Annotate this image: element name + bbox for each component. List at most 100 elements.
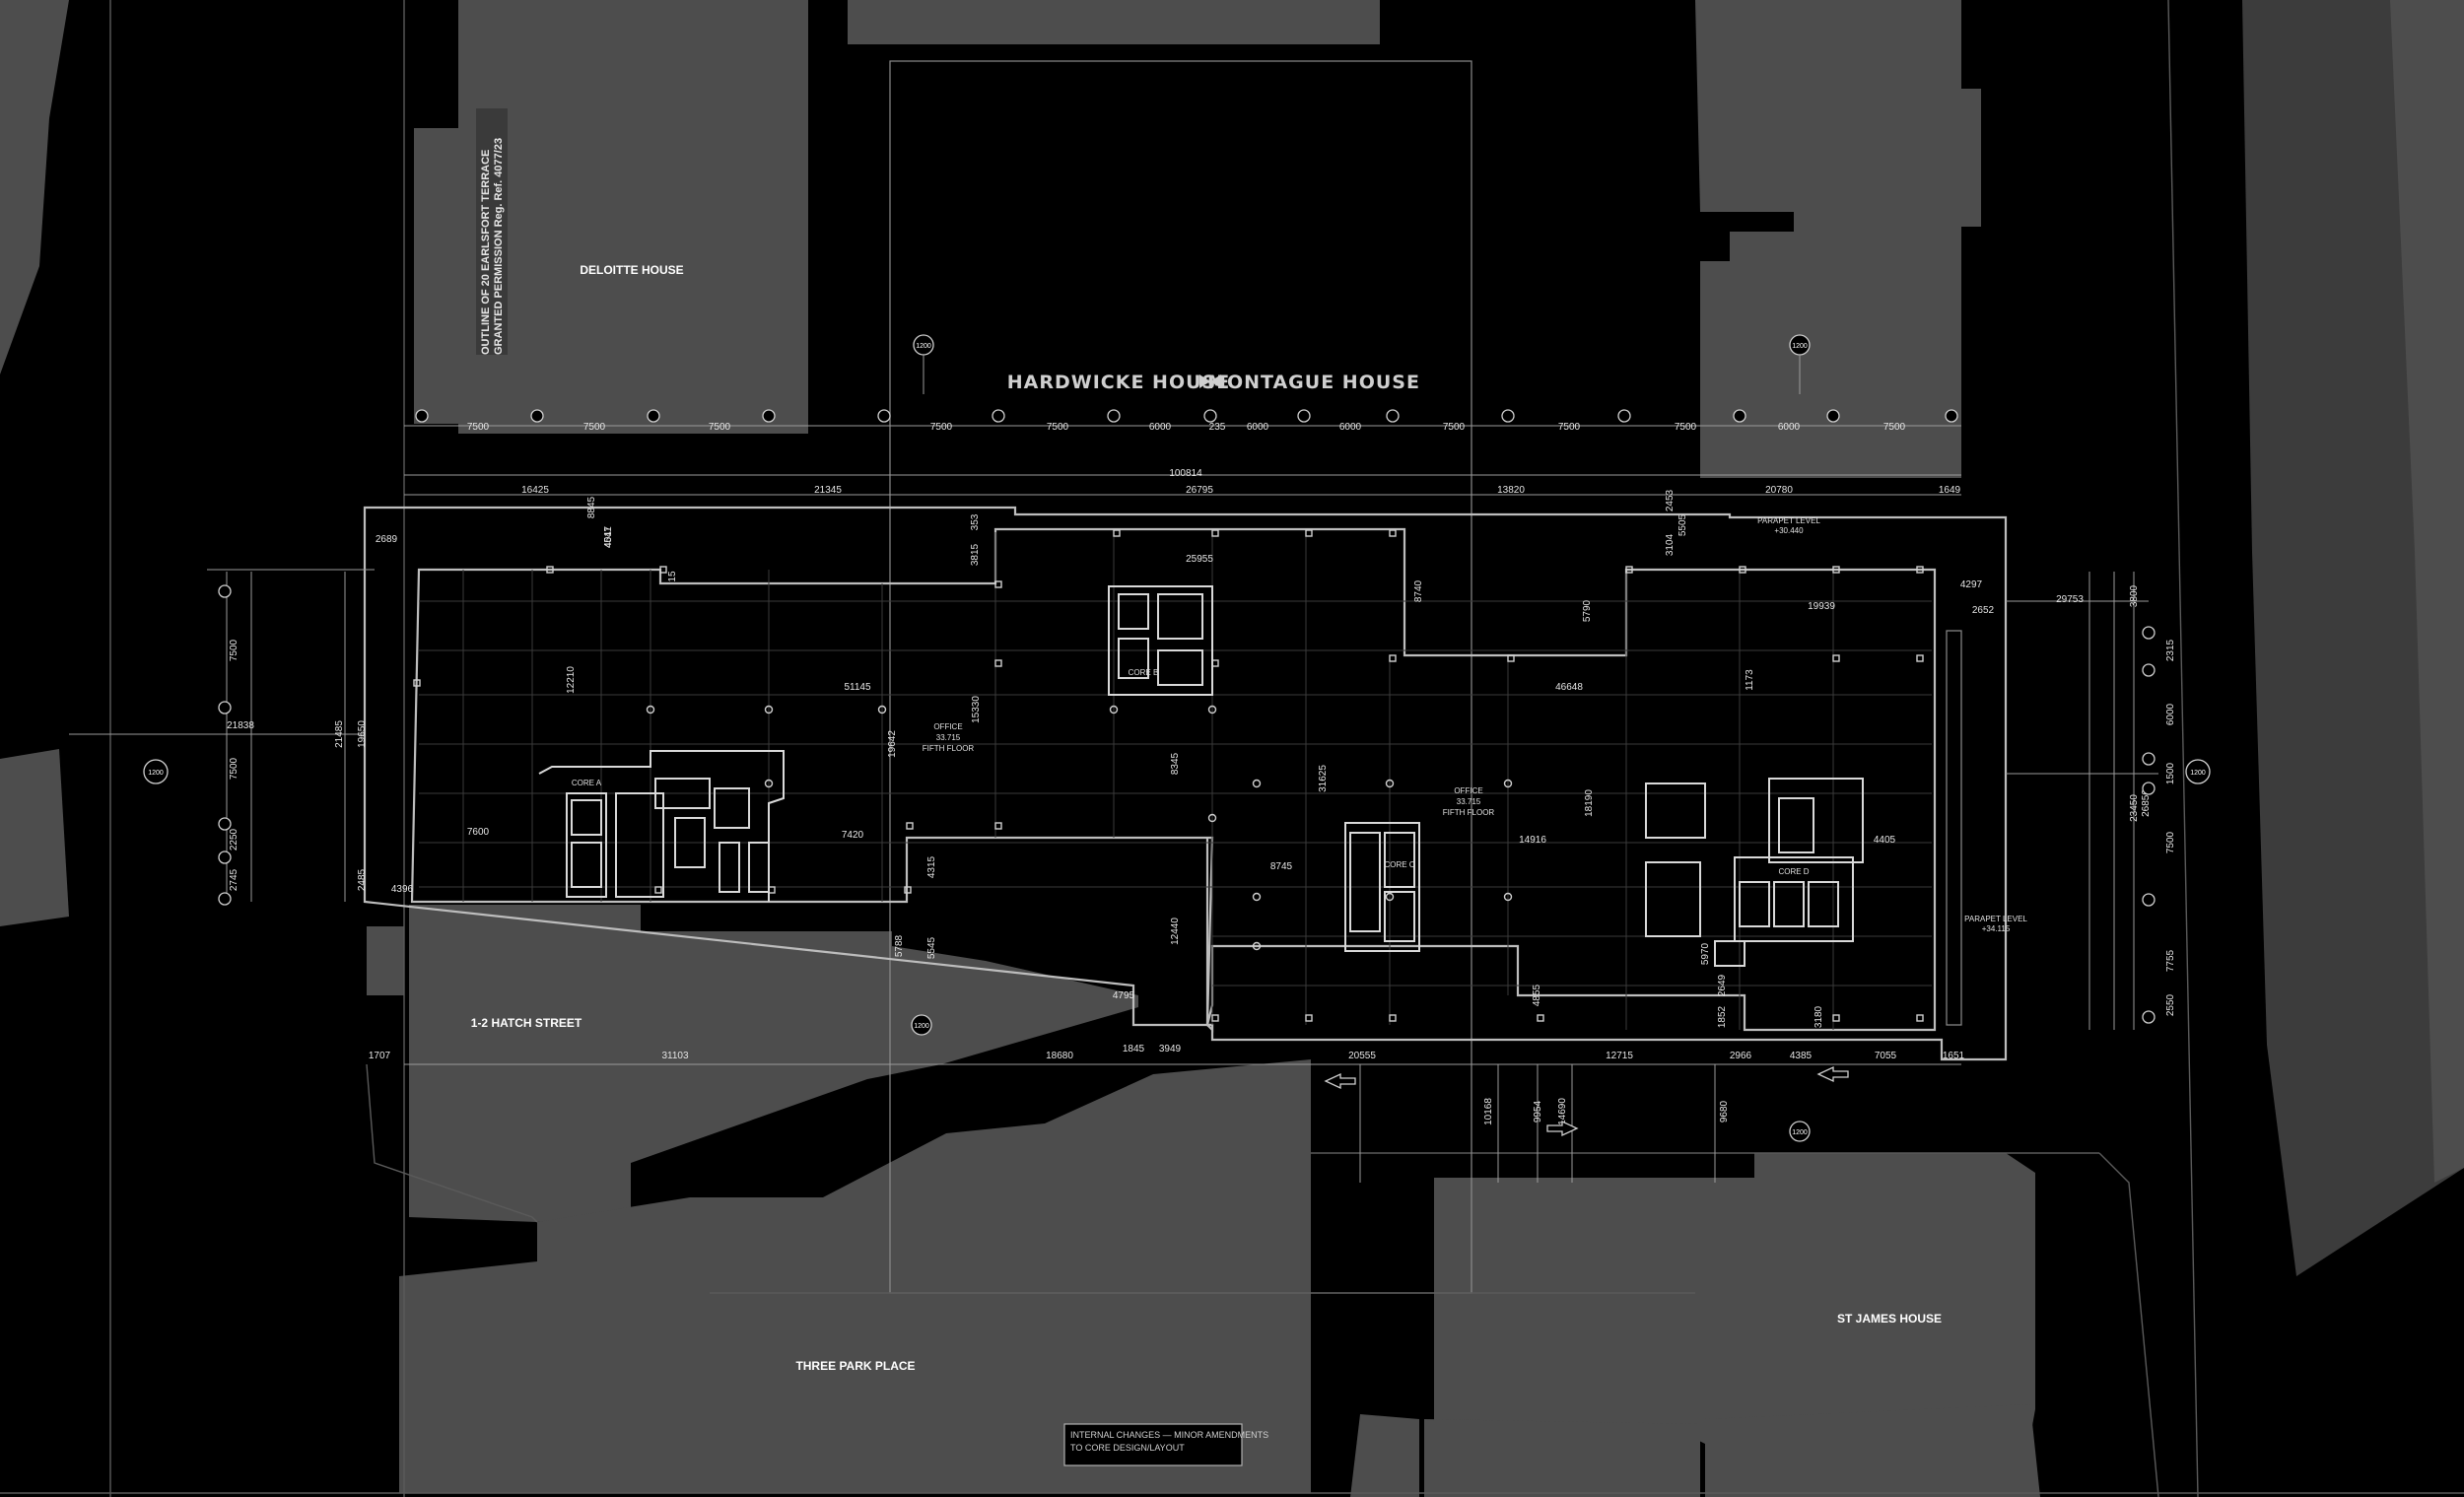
dim-bottom-4385: 4385 bbox=[1790, 1051, 1813, 1061]
label-montague-house: MONTAGUE HOUSE bbox=[1207, 372, 1420, 393]
dim-int-4405: 4405 bbox=[1874, 835, 1896, 846]
dim-bottom-7055: 7055 bbox=[1875, 1051, 1897, 1061]
building-hatch-street bbox=[409, 905, 1138, 1222]
dim-4547: 4547 bbox=[603, 525, 614, 548]
dim-left-4396: 4396 bbox=[391, 884, 414, 895]
dim-left-2485: 2485 bbox=[357, 868, 368, 891]
dim-int-12440: 12440 bbox=[1170, 918, 1181, 945]
building-bottom-right-c bbox=[1705, 1404, 2040, 1497]
dim-2652: 2652 bbox=[1972, 605, 1995, 616]
columns bbox=[413, 529, 1924, 1022]
dim-int-3180: 3180 bbox=[1814, 1005, 1824, 1028]
dim-right-23450: 23450 bbox=[2129, 794, 2140, 822]
note-line2: TO CORE DESIGN/LAYOUT bbox=[1070, 1443, 1185, 1453]
dims-right: 2315 6000 1500 7500 7755 2550 23450 2685… bbox=[2129, 584, 2176, 1016]
svg-text:1200: 1200 bbox=[1792, 1129, 1808, 1136]
dim-int-31625: 31625 bbox=[1318, 765, 1329, 792]
dim-5790: 5790 bbox=[1582, 599, 1593, 622]
core-a-label: CORE A bbox=[572, 779, 602, 787]
building-hatch-stub bbox=[367, 926, 404, 995]
dim-top-row-5: 20780 bbox=[1765, 485, 1793, 496]
office-floor-1: FIFTH FLOOR bbox=[923, 744, 975, 753]
building-left-lower bbox=[0, 749, 69, 926]
dim-bottom-18680: 18680 bbox=[1046, 1051, 1073, 1061]
office-tags: OFFICE 33.715 FIFTH FLOOR OFFICE 33.715 … bbox=[923, 516, 2028, 933]
dim-top-row-2: 21345 bbox=[814, 485, 842, 496]
label-hardwicke-house: HARDWICKE HOUSE bbox=[1007, 372, 1230, 393]
dim-int-51145: 51145 bbox=[844, 682, 871, 693]
dim-top-row-6: 1649 bbox=[1939, 485, 1961, 496]
dim-8740: 8740 bbox=[1413, 579, 1424, 602]
dim-15: 15 bbox=[667, 571, 678, 582]
dim-int-5970: 5970 bbox=[1700, 942, 1711, 965]
dims-interior: 12210 51145 19642 15330 8345 31625 46648… bbox=[467, 666, 1896, 1055]
dimension-lines bbox=[69, 425, 2158, 1183]
dim-top-grid-8: 6000 bbox=[1247, 422, 1269, 433]
dim-left-19650: 19650 bbox=[357, 720, 368, 748]
building-bottom-right-a bbox=[1350, 1414, 1419, 1497]
note-line1: INTERNAL CHANGES — MINOR AMENDMENTS bbox=[1070, 1430, 1268, 1440]
dim-top-grid-4: 7500 bbox=[930, 422, 953, 433]
dim-int-18190: 18190 bbox=[1584, 789, 1595, 817]
dim-int-5545: 5545 bbox=[926, 936, 937, 959]
dim-bottom-1707: 1707 bbox=[369, 1051, 391, 1061]
dim-top-row-4: 13820 bbox=[1497, 485, 1525, 496]
office-level-2: 33.715 bbox=[1457, 797, 1481, 806]
dim-bottom-14690: 14690 bbox=[1557, 1098, 1568, 1125]
dim-left-7500b: 7500 bbox=[229, 757, 240, 780]
dim-top-grid-9: 6000 bbox=[1339, 422, 1362, 433]
building-labels: DELOITTE HOUSE 1-2 HATCH STREET THREE PA… bbox=[471, 108, 1942, 1373]
dim-int-8745: 8745 bbox=[1270, 861, 1293, 872]
dim-top-grid-2: 7500 bbox=[583, 422, 606, 433]
dim-bottom-2966: 2966 bbox=[1730, 1051, 1752, 1061]
dim-bottom-9954: 9954 bbox=[1533, 1100, 1543, 1123]
core-a: CORE A bbox=[538, 750, 785, 902]
section-symbols: 1200 1200 1200 1200 1200 1200 bbox=[143, 334, 2211, 1142]
section-marker-bottom-left: 1200 bbox=[911, 1014, 932, 1036]
core-d-label: CORE D bbox=[1778, 867, 1809, 876]
dim-int-5788: 5788 bbox=[894, 934, 905, 957]
dim-left-2250: 2250 bbox=[229, 828, 240, 851]
building-bottom-right-b bbox=[1424, 1419, 1700, 1497]
section-marker-top-right: 1200 bbox=[1789, 334, 1811, 394]
section-marker-bottom-right: 1200 bbox=[1789, 1121, 1811, 1142]
dim-top-grid-12: 7500 bbox=[1675, 422, 1697, 433]
building-top-center bbox=[848, 0, 1380, 44]
dim-int-14916: 14916 bbox=[1519, 835, 1546, 846]
dim-bottom-10168: 10168 bbox=[1483, 1098, 1494, 1125]
dim-25955: 25955 bbox=[1186, 554, 1213, 565]
dim-right-6000: 6000 bbox=[2165, 703, 2176, 725]
building-st-james bbox=[1434, 1153, 2035, 1463]
building-three-park-place bbox=[399, 1059, 1311, 1493]
dim-int-1852: 1852 bbox=[1717, 1005, 1728, 1028]
building-top-right bbox=[1695, 0, 1981, 478]
dim-right-7755: 7755 bbox=[2165, 949, 2176, 972]
internal-changes-note: INTERNAL CHANGES — MINOR AMENDMENTS TO C… bbox=[1063, 1423, 1268, 1466]
label-three-park-place: THREE PARK PLACE bbox=[795, 1359, 915, 1373]
dim-top-row-3: 26795 bbox=[1186, 485, 1213, 496]
dim-top-grid-14: 7500 bbox=[1883, 422, 1906, 433]
outline-note-line2: GRANTED PERMISSION Reg. Ref. 4077/23 bbox=[493, 138, 505, 355]
dim-overall: 100814 bbox=[1169, 468, 1202, 479]
dim-left-21485: 21485 bbox=[334, 720, 345, 748]
outline-note-vertical: OUTLINE OF 20 EARLSFORT TERRACE GRANTED … bbox=[476, 108, 508, 355]
building-deloitte bbox=[414, 0, 808, 434]
svg-text:1200: 1200 bbox=[914, 1023, 929, 1030]
dim-top-grid-13: 6000 bbox=[1778, 422, 1801, 433]
dim-right-26850: 26850 bbox=[2141, 789, 2152, 817]
dim-int-3949: 3949 bbox=[1159, 1044, 1182, 1055]
office-level-1: 33.715 bbox=[936, 733, 961, 742]
dim-4297: 4297 bbox=[1960, 579, 1983, 590]
dim-top-grid-6: 6000 bbox=[1149, 422, 1172, 433]
dim-left-21838: 21838 bbox=[227, 720, 254, 731]
dim-int-15330: 15330 bbox=[971, 696, 982, 723]
parapet-label-2: PARAPET LEVEL bbox=[1964, 915, 2027, 923]
dim-4011: 4011 bbox=[603, 526, 614, 548]
dim-top-grid-7: 235 bbox=[1209, 422, 1226, 433]
parapet-value-2: +34.115 bbox=[1982, 924, 2011, 933]
dim-left-7500a: 7500 bbox=[229, 639, 240, 661]
svg-text:1200: 1200 bbox=[1792, 343, 1808, 350]
dim-int-19642: 19642 bbox=[887, 730, 898, 758]
dim-right-3800: 3800 bbox=[2129, 584, 2140, 607]
